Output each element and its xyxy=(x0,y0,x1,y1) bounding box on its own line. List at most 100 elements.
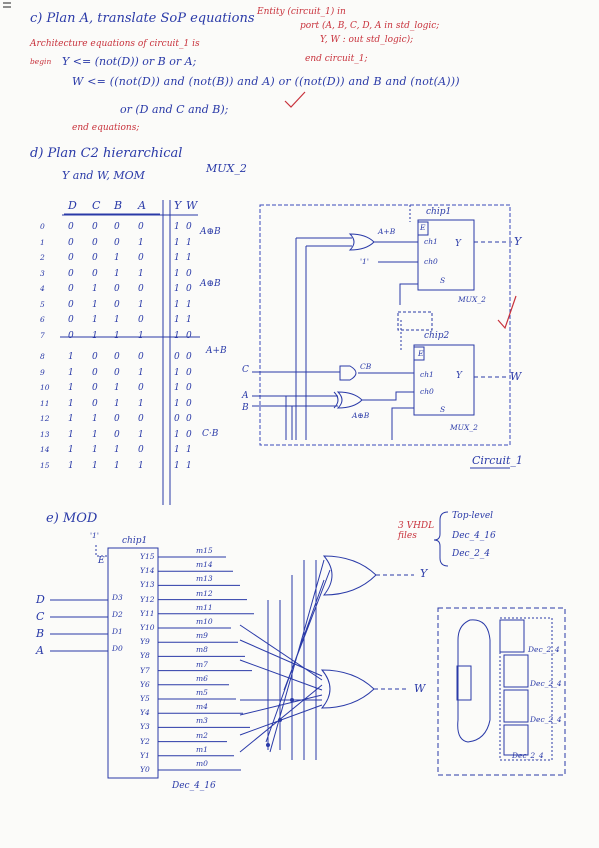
table-cell: 0 xyxy=(186,429,192,440)
decoder-pin-d0: D0 xyxy=(112,644,123,653)
table-header-b: B xyxy=(114,199,123,212)
decoder-output-y11: Y11 xyxy=(140,608,155,618)
table-cell: 1 xyxy=(114,315,120,325)
input-b-label: B xyxy=(242,403,249,413)
decoder-input-d: D xyxy=(36,593,45,606)
gate-a-xor-b-label: A⊕B xyxy=(352,411,370,420)
table-cell: 1 xyxy=(114,383,120,393)
table-cell: 0 xyxy=(68,268,74,279)
file-dec-2-4: Dec_2_4 xyxy=(452,549,491,559)
table-cell: 1 xyxy=(114,445,120,455)
table-cell: 1 xyxy=(174,315,180,325)
decoder-output-y5: Y5 xyxy=(140,694,150,703)
decoder-chip-label: chip1 xyxy=(122,536,148,546)
mux2-chip-label: chip2 xyxy=(424,331,450,341)
table-cell: 1 xyxy=(174,299,180,310)
table-cell: 0 xyxy=(68,330,74,341)
decoder-pin-d1: D1 xyxy=(112,627,123,636)
decoder-input-a: A xyxy=(36,644,44,657)
decoder-output-y12: Y12 xyxy=(140,594,155,604)
table-cell: 0 xyxy=(68,299,74,310)
table-cell: 1 xyxy=(174,367,180,378)
decoder-enable-label: E xyxy=(98,556,105,566)
gate-a-plus-b-label: A+B xyxy=(378,227,396,236)
table-cell: 0 xyxy=(114,429,120,440)
wire-label-m13: m13 xyxy=(196,574,213,584)
table-cell: 0 xyxy=(92,222,98,232)
or-output-y: Y xyxy=(420,567,428,580)
wire-label-m2: m2 xyxy=(196,730,208,740)
table-cell: 0 xyxy=(186,352,192,362)
table-cell: 1 xyxy=(114,460,120,471)
table-cell: 1 xyxy=(92,299,98,310)
row-index: 9 xyxy=(40,367,45,377)
table-cell: 0 xyxy=(114,299,120,310)
table-cell: 0 xyxy=(138,315,144,325)
wire-label-m4: m4 xyxy=(196,702,208,712)
table-cell: 0 xyxy=(114,352,120,362)
table-cell: 1 xyxy=(186,237,192,248)
row-index: 10 xyxy=(40,383,50,392)
section-c-title: c) Plan A, translate SoP equations xyxy=(30,11,255,26)
table-cell: 1 xyxy=(138,429,144,440)
table-cell: 1 xyxy=(92,315,98,325)
wire-label-m3: m3 xyxy=(196,716,208,726)
table-cell: 1 xyxy=(174,460,180,471)
mux1-chip-label: chip1 xyxy=(426,207,452,217)
table-cell: 1 xyxy=(174,445,180,455)
decoder-caption: Dec_4_16 xyxy=(172,781,216,791)
wire-label-m0: m0 xyxy=(196,759,208,768)
table-cell: 0 xyxy=(92,352,98,362)
table-cell: 0 xyxy=(174,414,180,424)
table-cell: 0 xyxy=(174,352,180,362)
decoder-pin-d3: D3 xyxy=(112,593,123,602)
constant-one-label: '1' xyxy=(360,257,369,266)
table-cell: 0 xyxy=(68,237,74,248)
table-header-d: D xyxy=(68,199,77,212)
table-cell: 0 xyxy=(92,268,98,279)
mux1-ch1-label: ch1 xyxy=(424,237,438,246)
gate-cb-label: CB xyxy=(360,362,372,371)
table-cell: 1 xyxy=(174,284,180,294)
wire-label-m10: m10 xyxy=(196,617,213,626)
table-cell: 1 xyxy=(186,253,192,263)
row-index: 11 xyxy=(40,398,50,408)
equation-w-line-2: or (D and C and B); xyxy=(120,103,229,116)
table-cell: 0 xyxy=(114,414,120,424)
table-header-c: C xyxy=(92,199,101,212)
table-cell: 1 xyxy=(174,330,180,341)
table-cell: 1 xyxy=(138,268,144,279)
row-index: 5 xyxy=(40,299,45,309)
table-cell: 0 xyxy=(186,222,192,232)
equation-y: Y <= (not(D)) or B or A; xyxy=(62,55,197,68)
hier-label-2: Dec_2_4 xyxy=(530,679,562,688)
hier-label-1: Dec_2_4 xyxy=(528,645,560,654)
wire-label-m7: m7 xyxy=(196,659,208,669)
table-cell: 0 xyxy=(186,398,192,409)
input-c-label: C xyxy=(242,365,249,375)
wire-label-m1: m1 xyxy=(196,744,208,754)
table-cell: 0 xyxy=(138,284,144,294)
table-cell: 0 xyxy=(92,253,98,263)
table-cell: 0 xyxy=(92,383,98,393)
table-cell: 0 xyxy=(138,352,144,362)
table-cell: 1 xyxy=(114,268,120,279)
decoder-output-y2: Y2 xyxy=(140,736,150,746)
end-equations: end equations; xyxy=(72,123,140,133)
table-cell: 1 xyxy=(92,284,98,294)
row-index: 7 xyxy=(40,330,45,340)
table-cell: 0 xyxy=(114,222,120,232)
table-cell: 1 xyxy=(92,414,98,424)
table-cell: 0 xyxy=(92,367,98,378)
table-cell: 1 xyxy=(68,398,74,409)
table-cell: 0 xyxy=(92,237,98,248)
mux2-ch1-label: ch1 xyxy=(420,370,434,379)
table-header-a: A xyxy=(138,199,146,212)
wire-label-m11: m11 xyxy=(196,602,213,612)
mux1-output-y: Y xyxy=(514,235,522,248)
table-cell: 0 xyxy=(92,398,98,409)
table-cell: 1 xyxy=(174,222,180,232)
hier-label-3: Dec_2_4 xyxy=(530,715,562,724)
